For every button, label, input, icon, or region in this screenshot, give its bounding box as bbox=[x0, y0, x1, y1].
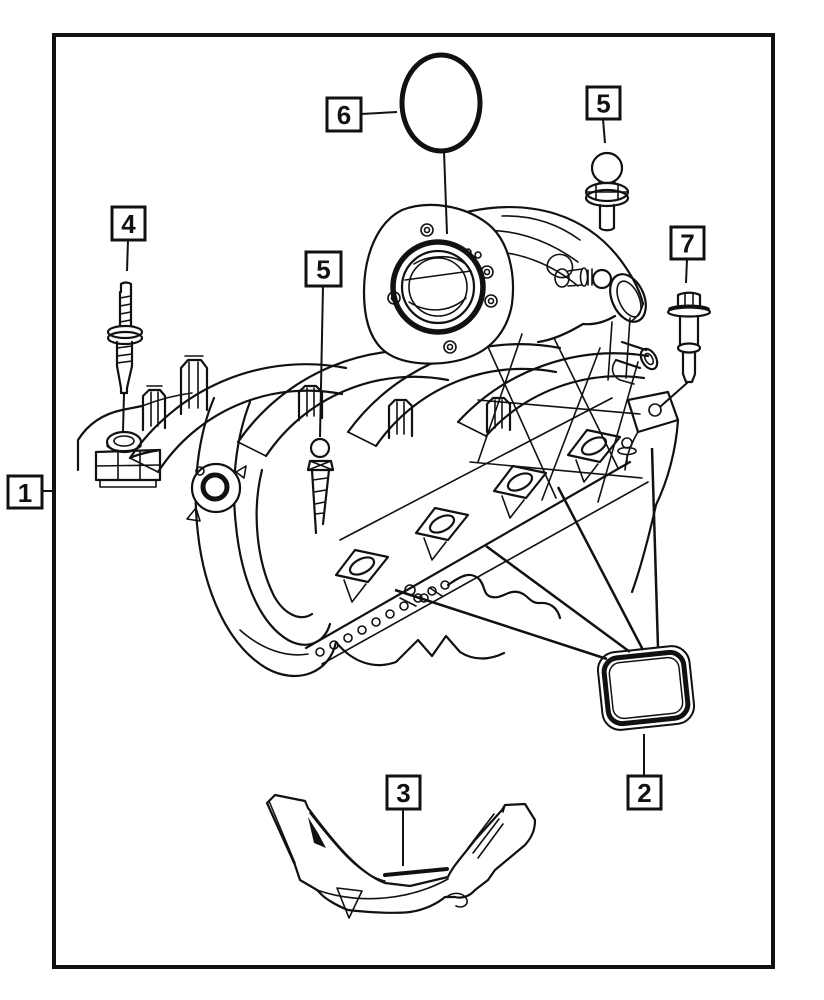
callout-7-label: 7 bbox=[680, 229, 694, 259]
intake-manifold-drawing bbox=[76, 203, 680, 678]
callout-1-label: 1 bbox=[18, 478, 32, 508]
callout-6-label: 6 bbox=[337, 100, 351, 130]
stud-to-boss-line bbox=[122, 393, 125, 432]
callout-6[interactable] bbox=[325, 96, 363, 133]
runner-port-pads bbox=[334, 428, 622, 603]
callout-2[interactable] bbox=[626, 774, 663, 811]
callout-5-leader bbox=[602, 118, 606, 144]
callouts: 1 2 3 4 5 5 6 7 bbox=[6, 85, 706, 866]
callout-7-leader bbox=[685, 258, 688, 284]
flange-bead-detail bbox=[315, 580, 450, 657]
callout-2-label: 2 bbox=[637, 778, 651, 808]
flange-bolt-part bbox=[660, 291, 712, 407]
callout-1[interactable] bbox=[6, 474, 44, 510]
brace-lattice bbox=[469, 333, 643, 503]
o-ring-to-bore-line bbox=[443, 150, 448, 235]
bolt-to-ear-line bbox=[660, 382, 688, 407]
callout-5-label: 5 bbox=[596, 89, 610, 119]
ball-stud-part bbox=[584, 151, 630, 232]
callout-5b-label: 5 bbox=[316, 255, 330, 285]
flange-bolt-holes bbox=[387, 223, 498, 354]
o-ring-part bbox=[399, 52, 483, 235]
callout-7[interactable] bbox=[669, 225, 706, 261]
callout-4-leader bbox=[126, 239, 129, 272]
gasket-leader-lines bbox=[394, 447, 660, 661]
callout-6-leader bbox=[360, 111, 398, 115]
stud-part bbox=[106, 281, 144, 432]
plenum-ball-fitting bbox=[554, 267, 613, 290]
ball-stud-mid-part bbox=[306, 437, 335, 535]
callout-5b-leader bbox=[319, 285, 324, 438]
callout-4[interactable] bbox=[110, 205, 147, 242]
callout-3-label: 3 bbox=[396, 778, 410, 808]
callout-5b[interactable] bbox=[304, 250, 343, 288]
callout-4-label: 4 bbox=[121, 209, 136, 239]
callout-5[interactable] bbox=[585, 85, 622, 121]
callout-3[interactable] bbox=[385, 774, 422, 811]
support-bracket-part bbox=[265, 793, 537, 919]
